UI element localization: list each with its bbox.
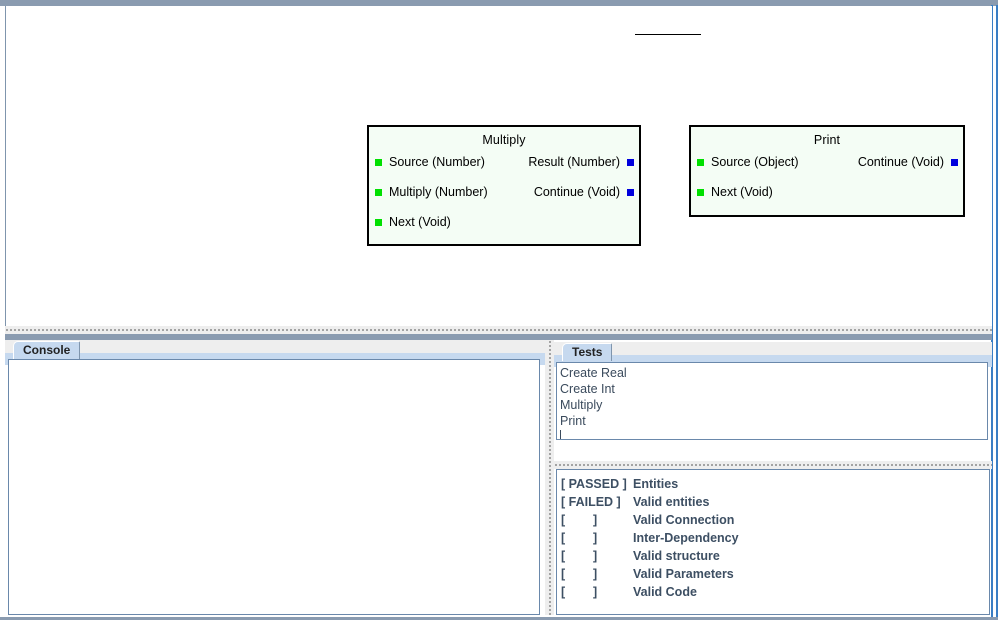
test-name: Inter-Dependency xyxy=(633,531,739,545)
port-dot-icon xyxy=(375,188,382,196)
test-name: Valid Connection xyxy=(633,513,735,527)
list-item[interactable]: Create Real xyxy=(560,366,627,380)
window-bottom-border xyxy=(0,617,998,620)
status-badge: [ ] xyxy=(561,585,598,599)
port-dot-icon xyxy=(951,158,958,166)
node-multiply[interactable]: Multiply Source (Number) Result (Number)… xyxy=(367,125,641,246)
table-row[interactable]: [ ] Valid Parameters xyxy=(561,565,989,583)
test-name: Valid entities xyxy=(633,495,710,509)
horizontal-split-divider-tests[interactable] xyxy=(554,461,992,469)
status-badge: [ FAILED ] xyxy=(561,495,621,509)
graph-editor-canvas[interactable]: Multiply Source (Number) Result (Number)… xyxy=(5,6,992,326)
port-dot-icon xyxy=(697,158,704,166)
port-print-in-next[interactable]: Next (Void) xyxy=(697,185,773,199)
table-row[interactable]: [ ] Inter-Dependency xyxy=(561,529,989,547)
console-tabstrip: Console xyxy=(5,340,545,365)
port-dot-icon xyxy=(375,218,382,226)
console-output-area[interactable] xyxy=(8,359,540,615)
test-results-panel[interactable]: [ PASSED ] Entities [ FAILED ] Valid ent… xyxy=(556,469,990,615)
port-dot-icon xyxy=(627,158,634,166)
port-dot-icon xyxy=(627,188,634,196)
list-item[interactable]: Create Int xyxy=(560,382,615,396)
port-print-out-continue[interactable]: Continue (Void) xyxy=(858,155,958,169)
port-multiply-in-next[interactable]: Next (Void) xyxy=(375,215,451,229)
connection-multiply-result-to-print-source[interactable] xyxy=(635,34,701,35)
list-item[interactable]: Print xyxy=(560,414,586,428)
console-panel: Console xyxy=(5,340,545,615)
table-row[interactable]: [ ] Valid structure xyxy=(561,547,989,565)
tests-script-editor[interactable]: Create Real Create Int Multiply Print xyxy=(556,362,988,440)
horizontal-split-divider-main[interactable] xyxy=(5,326,992,334)
port-multiply-in-source[interactable]: Source (Number) xyxy=(375,155,485,169)
test-name: Valid structure xyxy=(633,549,720,563)
status-badge: [ PASSED ] xyxy=(561,477,627,491)
port-print-in-source[interactable]: Source (Object) xyxy=(697,155,799,169)
test-results-list: [ PASSED ] Entities [ FAILED ] Valid ent… xyxy=(557,470,989,601)
port-multiply-out-result[interactable]: Result (Number) xyxy=(528,155,634,169)
tests-tabstrip: Tests xyxy=(554,342,992,367)
window-right-border-outer xyxy=(996,5,998,620)
tab-tests[interactable]: Tests xyxy=(562,343,613,361)
status-badge: [ ] xyxy=(561,549,598,563)
window-title-strip xyxy=(0,0,998,6)
test-name: Valid Code xyxy=(633,585,697,599)
tests-script-lines: Create Real Create Int Multiply Print xyxy=(557,363,987,439)
tab-console[interactable]: Console xyxy=(13,341,81,359)
node-print-title: Print xyxy=(813,133,841,147)
vertical-split-divider[interactable] xyxy=(545,340,554,615)
status-badge: [ ] xyxy=(561,513,598,527)
port-multiply-out-continue[interactable]: Continue (Void) xyxy=(534,185,634,199)
split-grip-dots xyxy=(5,328,992,331)
window-right-border-inner xyxy=(991,5,993,620)
split-grip-dots xyxy=(554,463,992,466)
tests-panel: Tests Create Real Create Int Multiply Pr… xyxy=(554,342,992,460)
table-row[interactable]: [ FAILED ] Valid entities xyxy=(561,493,989,511)
table-row[interactable]: [ ] Valid Code xyxy=(561,583,989,601)
text-caret-line[interactable] xyxy=(560,429,987,439)
text-caret xyxy=(560,430,561,439)
port-dot-icon xyxy=(375,158,382,166)
node-print[interactable]: Print Source (Object) Continue (Void) Ne… xyxy=(689,125,965,217)
port-multiply-in-multiply[interactable]: Multiply (Number) xyxy=(375,185,488,199)
status-badge: [ ] xyxy=(561,567,598,581)
list-item[interactable]: Multiply xyxy=(560,398,603,412)
status-badge: [ ] xyxy=(561,531,598,545)
port-dot-icon xyxy=(697,188,704,196)
test-name: Valid Parameters xyxy=(633,567,734,581)
test-name: Entities xyxy=(633,477,679,491)
node-multiply-title: Multiply xyxy=(482,133,526,147)
split-grip-dots-vertical xyxy=(548,340,551,615)
table-row[interactable]: [ PASSED ] Entities xyxy=(561,475,989,493)
console-text xyxy=(9,360,539,614)
table-row[interactable]: [ ] Valid Connection xyxy=(561,511,989,529)
split-shadow-bar xyxy=(5,334,992,340)
